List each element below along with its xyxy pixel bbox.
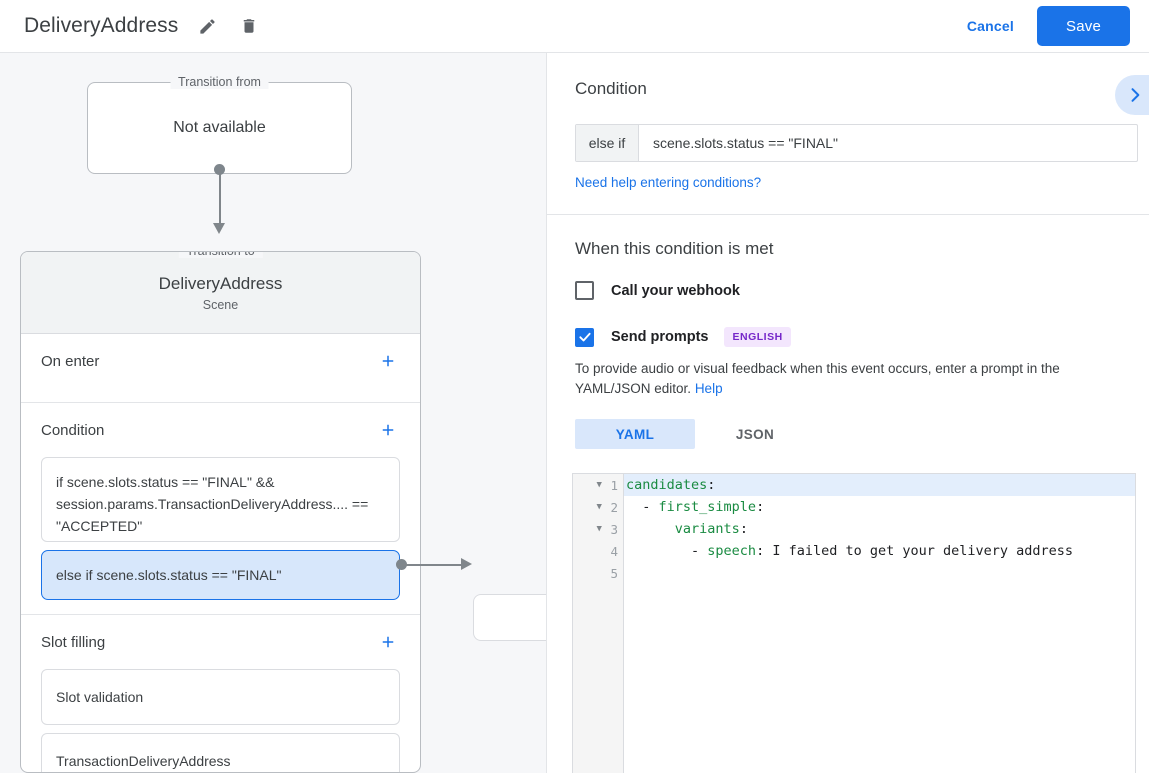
condition-list-item-selected[interactable]: else if scene.slots.status == "FINAL" <box>41 550 400 600</box>
scene-name: DeliveryAddress <box>158 273 283 293</box>
panel-condition-title: Condition <box>575 79 647 98</box>
editor-line-number: ▼2 <box>573 496 623 518</box>
plus-icon[interactable] <box>376 349 400 373</box>
condition-expression-row[interactable]: else if <box>575 124 1138 162</box>
editor-format-tabs: YAML JSON <box>575 419 1121 449</box>
editor-line-number: ▼1 <box>573 474 623 496</box>
page-title: DeliveryAddress <box>24 14 179 37</box>
section-on-enter: On enter <box>21 334 420 403</box>
transition-from-legend: Transition from <box>170 75 269 89</box>
connector-line-vertical <box>219 169 221 225</box>
webhook-label: Call your webhook <box>611 282 740 299</box>
panel-when-met-title: When this condition is met <box>575 239 774 258</box>
editor-line-number: ▼5 <box>610 565 618 581</box>
slot-filling-list-item[interactable]: TransactionDeliveryAddress <box>41 733 400 772</box>
editor-code-area[interactable]: candidates: - first_simple: variants: - … <box>624 474 1135 773</box>
chevron-right-icon[interactable] <box>1115 75 1149 115</box>
section-header-condition: Condition <box>41 403 400 457</box>
slot-filling-list-item[interactable]: Slot validation <box>41 669 400 725</box>
transition-to-card[interactable]: Transition to DeliveryAddress Scene On e… <box>20 251 421 773</box>
top-app-bar: DeliveryAddress Cancel Save <box>0 0 1149 53</box>
plus-icon[interactable] <box>376 630 400 654</box>
connector-arrowhead-down <box>213 223 225 234</box>
tab-yaml[interactable]: YAML <box>575 419 695 449</box>
section-condition: Condition if scene.slots.status == "FINA… <box>21 403 420 615</box>
save-button[interactable]: Save <box>1037 6 1130 46</box>
transition-to-legend: Transition to <box>178 252 263 258</box>
scene-type: Scene <box>202 297 239 312</box>
panel-condition-section: Condition else if Need help entering con… <box>547 53 1149 215</box>
transition-from-card[interactable]: Transition from Not available <box>87 75 352 174</box>
panel-when-met-section: When this condition is met Call your web… <box>547 215 1149 471</box>
scene-header: DeliveryAddress Scene <box>21 252 420 334</box>
fold-arrow-icon[interactable]: ▼ <box>596 524 602 534</box>
section-slot-filling: Slot filling Slot validation Transaction… <box>21 615 420 772</box>
send-prompts-checkbox-row[interactable]: Send prompts ENGLISH <box>575 327 1121 347</box>
tab-json[interactable]: JSON <box>735 426 775 442</box>
editor-code-line[interactable]: variants: <box>674 521 748 537</box>
prompts-help-link[interactable]: Help <box>694 381 723 396</box>
section-header-on-enter: On enter <box>41 334 400 388</box>
editor-code-line[interactable]: candidates: <box>624 474 1135 496</box>
yaml-code-editor[interactable]: ▼1▼2▼3 ▼4 ▼5 candidates: - first_simple: v… <box>572 473 1136 773</box>
condition-prefix-label: else if <box>576 125 639 161</box>
fold-arrow-icon[interactable]: ▼ <box>596 480 602 490</box>
pencil-icon[interactable] <box>192 11 222 41</box>
connector-arrowhead-right <box>461 558 472 570</box>
condition-expression-input[interactable] <box>639 125 1137 161</box>
editor-code-line[interactable]: - first_simple: <box>626 499 765 515</box>
graph-canvas[interactable]: Transition from Not available Transition… <box>0 53 546 773</box>
fold-arrow-icon[interactable]: ▼ <box>596 502 602 512</box>
cancel-button[interactable]: Cancel <box>955 10 1026 42</box>
editor-line-number: ▼4 <box>610 543 618 559</box>
trash-icon[interactable] <box>234 11 264 41</box>
condition-help-link[interactable]: Need help entering conditions? <box>575 175 762 190</box>
language-badge: ENGLISH <box>724 327 791 347</box>
editor-code-line[interactable] <box>624 562 1135 584</box>
webhook-checkbox-row[interactable]: Call your webhook <box>575 281 1121 300</box>
webhook-checkbox[interactable] <box>575 281 594 300</box>
condition-list-item[interactable]: if scene.slots.status == "FINAL" && sess… <box>41 457 400 542</box>
section-label-slot-filling: Slot filling <box>41 633 106 651</box>
editor-code-line[interactable]: - speech: I failed to get your delivery … <box>626 543 1074 559</box>
connector-line-horizontal <box>401 564 463 566</box>
send-prompts-checkbox[interactable] <box>575 327 594 347</box>
send-prompts-label: Send prompts <box>611 329 709 345</box>
section-label-on-enter: On enter <box>41 352 100 370</box>
editor-line-number: ▼3 <box>573 518 623 540</box>
prompts-description: To provide audio or visual feedback when… <box>575 359 1121 399</box>
editor-gutter: ▼1▼2▼3 ▼4 ▼5 <box>573 474 624 773</box>
transition-from-value: Not available <box>173 119 266 136</box>
plus-icon[interactable] <box>376 418 400 442</box>
target-node-card[interactable] <box>473 594 546 641</box>
section-label-condition: Condition <box>41 421 105 439</box>
prompts-description-text: To provide audio or visual feedback when… <box>575 361 1060 396</box>
section-header-slot-filling: Slot filling <box>41 615 400 669</box>
